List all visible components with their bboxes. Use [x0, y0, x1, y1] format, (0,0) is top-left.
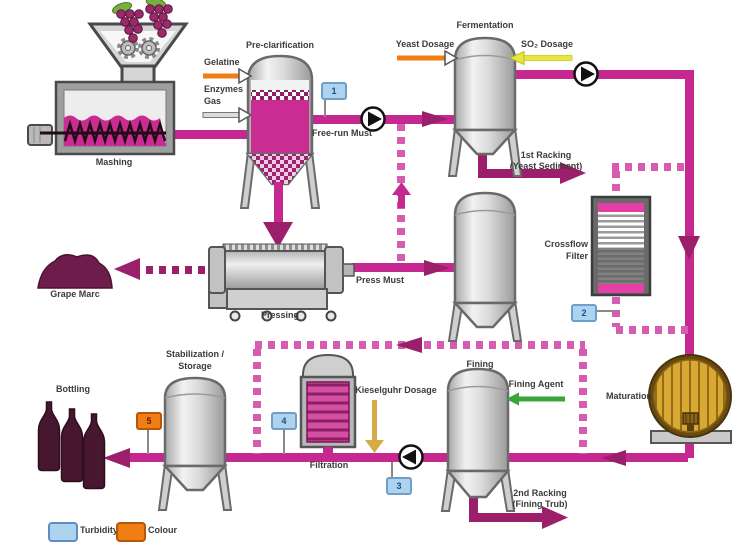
enzymes-label: Enzymes [204, 84, 244, 94]
badge-3-pole [391, 462, 393, 477]
turbidity-badge-2: 2 [571, 304, 597, 322]
kieselguhr-arrow-shaft [372, 400, 377, 442]
pipe-press-must [352, 263, 455, 272]
grapes-icon [111, 0, 173, 43]
dashed-grape-marc [146, 266, 206, 274]
bottling-label: Bottling [56, 384, 90, 394]
flow-arrow-up [392, 182, 411, 195]
yeast-dosage-arrow [397, 49, 459, 67]
flow-arrow-up-shaft [398, 192, 405, 208]
pipe-fermentation-top [513, 70, 694, 79]
badge-2-pole [594, 310, 614, 312]
gear-icon [117, 37, 139, 59]
pipe-right-vertical [685, 70, 694, 370]
filtration-label: Filtration [309, 460, 349, 470]
turbidity-badge-4: 4 [271, 412, 297, 430]
dashed-bypass-right-v [579, 349, 587, 454]
pre-clarification-tank [239, 54, 321, 209]
second-racking-sub-label: (Fining Trub) [512, 499, 568, 509]
badge-4-pole [283, 427, 285, 454]
yeast-dosage-label: Yeast Dosage [395, 39, 455, 49]
pump-icon [398, 444, 424, 470]
fining-agent-label: Fining Agent [508, 379, 564, 389]
fermentation-tank [447, 36, 523, 177]
press-machine [208, 243, 355, 322]
first-racking-label: 1st Racking [520, 150, 572, 160]
maturation-barrel [648, 354, 732, 444]
filtration-unit [299, 353, 357, 455]
turbidity-badge-1: 1 [321, 82, 347, 100]
dashed-bypass-left-v [253, 349, 261, 454]
flow-arrow-bypass-left [396, 337, 422, 353]
gelatine-enzymes-arrow [203, 67, 253, 85]
kieselguhr-arrow-head [365, 440, 384, 453]
gelatine-label: Gelatine [204, 57, 240, 67]
stabilization-label: Stabilization / [165, 349, 224, 359]
crossflow-filter-label: Filter [565, 251, 588, 261]
so2-dosage-label: SO₂ Dosage [520, 39, 573, 49]
pipe-first-racking-v [478, 148, 487, 176]
storage-label: Storage [178, 361, 212, 371]
flow-arrow-into-fermentation [422, 111, 448, 127]
dashed-crossflow-top-h [612, 163, 690, 171]
gas-label: Gas [204, 96, 222, 106]
press-must-label: Press Must [355, 275, 405, 285]
gear-icon [138, 37, 160, 59]
second-racking-label: 2nd Racking [513, 488, 567, 498]
dashed-crossflow-bottom-h [616, 326, 690, 334]
masher-icon [27, 80, 176, 156]
pump-icon [360, 106, 386, 132]
press-must-tank [447, 191, 523, 342]
fermentation-label: Fermentation [456, 20, 514, 30]
colour-legend-swatch [116, 522, 146, 542]
pipe-first-racking-h [478, 169, 566, 178]
wine-bottles-icon [37, 401, 106, 490]
colour-legend-label: Colour [148, 525, 177, 535]
turbidity-legend-label: Turbidity [80, 525, 118, 535]
dashed-crossflow-bottom-v [612, 297, 620, 327]
maturation-label: Maturation [606, 391, 652, 401]
badge-5-pole [147, 427, 149, 454]
so2-dosage-arrow [508, 50, 573, 66]
pipe-mash-to-preclarification [172, 130, 250, 139]
pump-icon [573, 61, 599, 87]
pipe-second-racking-h [469, 513, 546, 522]
mashing-label: Mashing [95, 157, 133, 167]
grape-marc-arrow [114, 258, 140, 280]
kieselguhr-dosage-label: Kieselguhr Dosage [355, 385, 437, 395]
barrel-tap-icon [682, 412, 699, 431]
dashed-crossflow-top-v [612, 171, 620, 198]
grape-marc-label: Grape Marc [50, 289, 100, 299]
crossflow-label: Crossflow [544, 239, 588, 249]
flow-arrow-down-right-line [678, 236, 700, 260]
pre-clarification-label: Pre-clarification [245, 40, 315, 50]
screw-conveyor-icon [63, 119, 167, 146]
badge-1-pole [324, 96, 326, 117]
pressing-label: Pressing [260, 310, 300, 320]
fining-agent-arrow [506, 392, 565, 406]
free-run-must-label: Free-run Must [311, 128, 372, 138]
stabilization-tank [157, 376, 233, 511]
colour-badge-5: 5 [136, 412, 162, 430]
gas-arrow [202, 106, 253, 124]
fining-label: Fining [466, 359, 494, 369]
turbidity-badge-3: 3 [386, 477, 412, 495]
grape-marc-icon [37, 254, 113, 289]
fining-tank [440, 367, 516, 512]
pipe-preclarification-to-press [274, 184, 283, 226]
turbidity-legend-swatch [48, 522, 78, 542]
pipe-second-racking-v [469, 487, 478, 519]
first-racking-sub-label: (Yeast Sediment) [509, 161, 583, 171]
crossflow-filter [590, 195, 652, 297]
